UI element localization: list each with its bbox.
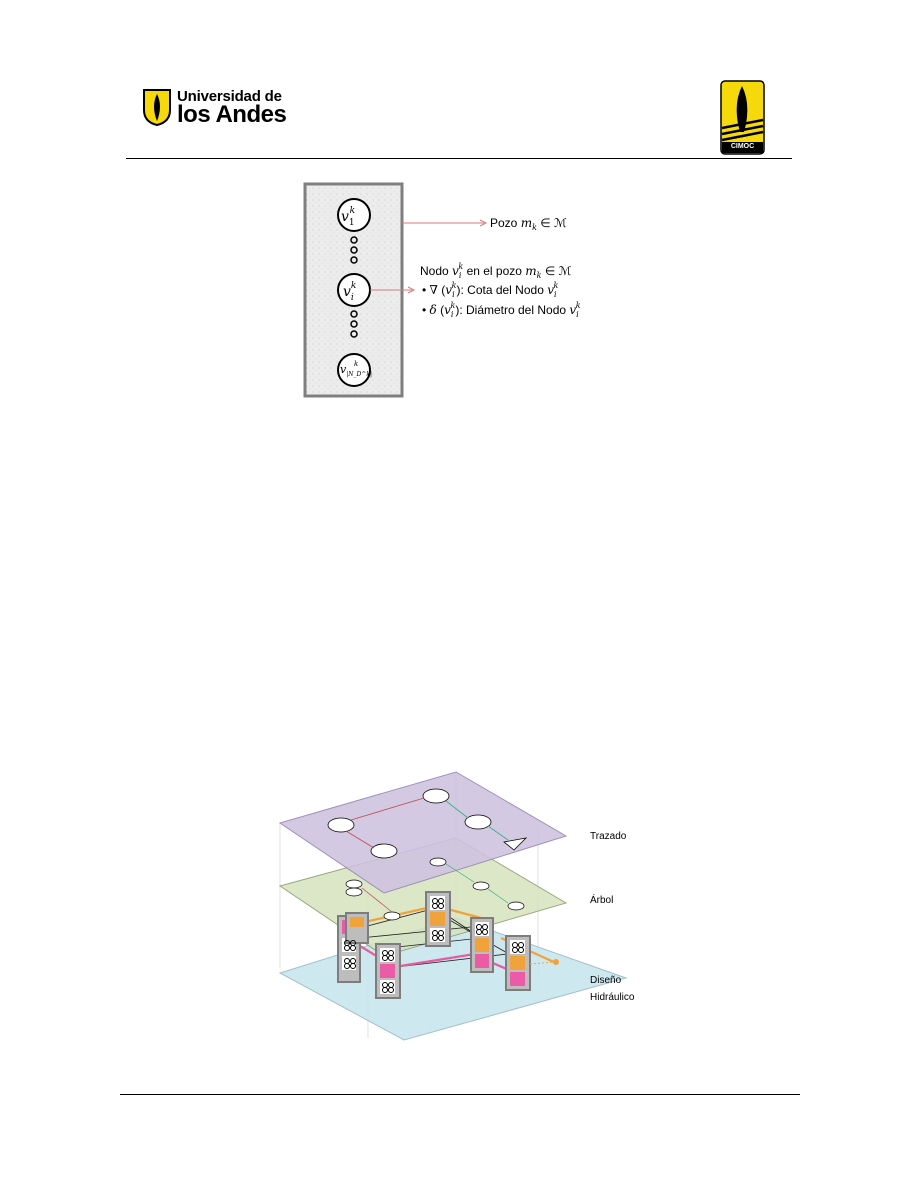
university-name-line2: los Andes [177, 101, 287, 128]
well-nodes-figure: v1k vik v|N_D^k|k Pozo mk ∈ ℳ Nodo vik e… [303, 182, 581, 398]
node-circle [337, 198, 371, 232]
bullet-cota: • ∇ (vik): Cota del Nodo vik [422, 281, 559, 299]
layer-label-arbol: Árbol [590, 893, 613, 906]
node-i-label: vik [343, 281, 356, 303]
bullet-diametro: • δ (vik): Diámetro del Nodo vik [422, 301, 581, 319]
well-block [470, 917, 494, 973]
node-circle [337, 353, 371, 387]
pozo-label: Pozo mk ∈ ℳ [490, 216, 567, 232]
layer-label-trazado: Trazado [590, 831, 627, 842]
well-block [425, 891, 451, 947]
layered-planes-figure: Trazado Árbol Diseño Hidráulico [278, 771, 635, 1041]
footer-rule [120, 1094, 800, 1095]
plane-trazado [278, 771, 568, 894]
layer-label-hidraulico: Hidráulico [590, 992, 635, 1003]
well-block [345, 912, 369, 944]
node-1-label: v1k [341, 206, 355, 228]
node-last-label: v|N_D^k|k [340, 360, 372, 378]
layer-label-diseno: Diseño [590, 975, 622, 986]
cimoc-label: CIMOC [730, 143, 755, 150]
nodo-label: Nodo vik en el pozo mk ∈ ℳ [420, 262, 572, 280]
well-block [375, 943, 401, 999]
university-logo [140, 84, 280, 130]
shield-icon [143, 89, 171, 126]
university-name-line1: Universidad de [177, 88, 282, 105]
cimoc-logo-icon [720, 80, 765, 155]
well-block [505, 935, 531, 991]
header-rule [126, 158, 792, 159]
